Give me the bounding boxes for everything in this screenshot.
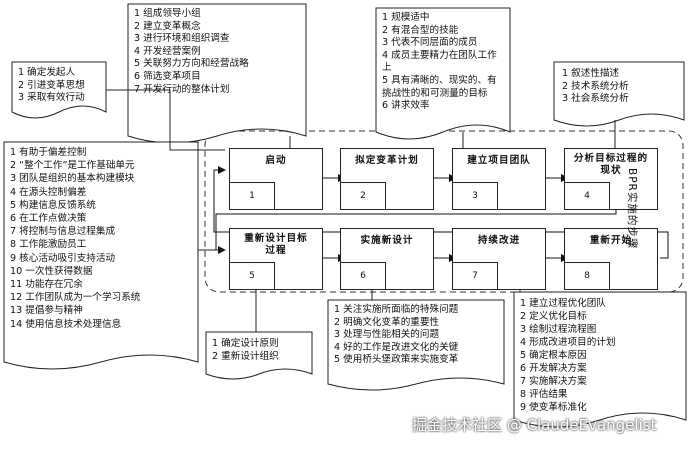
- note-5-line: 2 “整个工作”是工作基础单元: [10, 160, 135, 172]
- note-2-line: 3 进行环境和组织调查: [134, 33, 230, 45]
- note-5-line: 11 功能存在冗余: [10, 279, 83, 291]
- note-7: 1 关注实施所面临的特殊问题 2 明确文化变革的重要性 3 处理与性能相关的问题…: [334, 304, 458, 367]
- note-7-line: 5 使用桥头堡政策来实施变革: [334, 354, 459, 366]
- stage-3-number: 3: [453, 182, 498, 209]
- stage-4: 分析目标过程的现状 4: [564, 148, 658, 210]
- note-5-line: 13 提倡参与精神: [10, 305, 83, 317]
- note-shape-7: [327, 299, 505, 391]
- note-5-line: 14 使用信息技术处理信息: [10, 318, 122, 330]
- note-5-line: 12 工作团队成为一个学习系统: [10, 292, 141, 304]
- note-5-line: 4 在源头控制偏差: [10, 186, 87, 198]
- stage-3: 建立项目团队 3: [452, 148, 546, 210]
- note-2-line: 7 开发行动的整体计划: [134, 83, 230, 95]
- note-5-line: 7 将控制与信息过程集成: [10, 226, 116, 238]
- note-8-line: 2 定义优化目标: [520, 311, 587, 322]
- note-6-line: 2 重新设计组织: [212, 350, 279, 362]
- note-4-line: 3 社会系统分析: [562, 93, 629, 105]
- stage-8-number: 8: [565, 262, 610, 289]
- note-2-line: 6 筛选变革项目: [134, 70, 201, 82]
- note-5-line: 5 构建信息反馈系统: [10, 199, 96, 211]
- note-shape-5: [3, 141, 199, 370]
- note-8-line: 9 使变革标准化: [520, 402, 587, 413]
- stage-4-title: 分析目标过程的现状: [573, 153, 649, 176]
- note-6: 1 确定设计原则 2 重新设计组织: [212, 338, 279, 363]
- stage-3-title: 建立项目团队: [467, 155, 531, 166]
- stage-1-title: 启动: [265, 155, 287, 166]
- note-shape-6: [205, 331, 313, 380]
- note-shape-1: [11, 61, 107, 119]
- stage-1-number: 1: [230, 182, 275, 209]
- note-4-line: 1 叙述性描述: [562, 68, 620, 79]
- stage-2-number: 2: [341, 182, 386, 209]
- note-5-line: 1 有助于偏差控制: [10, 147, 87, 158]
- note-shape-4: [553, 61, 685, 127]
- note-1: 1 确定发起人 2 引进变革思想 3 采取有效行动: [18, 67, 85, 105]
- note-5-line: 6 在工作点做决策: [10, 213, 87, 225]
- note-1-line: 2 引进变革思想: [18, 79, 85, 91]
- note-7-line: 2 明确文化变革的重要性: [334, 316, 440, 328]
- note-4: 1 叙述性描述 2 技术系统分析 3 社会系统分析: [562, 68, 629, 106]
- stage-8: 重新开始 8: [564, 228, 658, 290]
- note-shape-2: [127, 3, 307, 144]
- stage-6-number: 6: [341, 262, 386, 289]
- diagram-side-label: BPR实施的步骤: [625, 168, 638, 249]
- note-8-line: 1 建立过程优化团队: [520, 298, 606, 309]
- stage-8-title: 重新开始: [589, 235, 633, 246]
- note-8-line: 4 形成改进项目的计划: [520, 337, 616, 348]
- note-2: 1 组成领导小组 2 建立变革概念 3 进行环境和组织调查 4 开发经营案例 5…: [134, 8, 249, 96]
- note-5-line: 10 一次性获得数据: [10, 265, 93, 277]
- note-8-line: 5 确定根本原因: [520, 350, 587, 361]
- note-8-line: 7 实施解决方案: [520, 376, 587, 387]
- note-2-line: 4 开发经营案例: [134, 45, 201, 57]
- note-3-line: 3 代表不同层面的成员: [382, 37, 478, 49]
- note-4-line: 2 技术系统分析: [562, 80, 629, 92]
- note-8-line: 6 开发解决方案: [520, 363, 587, 374]
- stage-5-title: 重新设计目标过程: [244, 233, 308, 256]
- stage-5-number: 5: [230, 262, 275, 289]
- stage-6-title: 实施新设计: [360, 235, 414, 246]
- stage-7: 持续改进 7: [452, 228, 546, 290]
- note-7-line: 1 关注实施所面临的特殊问题: [334, 304, 459, 315]
- note-3-line: 6 讲求效率: [382, 100, 430, 112]
- note-2-line: 1 组成领导小组: [134, 8, 201, 19]
- stage-2: 拟定变革计划 2: [340, 148, 434, 210]
- note-shape-8: [513, 291, 687, 428]
- note-7-line: 3 处理与性能相关的问题: [334, 329, 440, 341]
- note-5: 1 有助于偏差控制 2 “整个工作”是工作基础单元 3 团队是组织的基本构建模块…: [10, 146, 140, 331]
- stage-6: 实施新设计 6: [340, 228, 434, 290]
- stage-2-title: 拟定变革计划: [355, 155, 419, 166]
- note-7-line: 4 好的工作是改进文化的关键: [334, 341, 459, 353]
- stage-7-title: 持续改进: [477, 235, 521, 246]
- note-1-line: 1 确定发起人: [18, 67, 76, 78]
- stage-1: 启动 1: [229, 148, 323, 210]
- note-shape-3: [375, 7, 511, 140]
- note-3-line: 4 成员主要精力在团队工作上: [382, 49, 497, 74]
- note-3-line: 1 规模适中: [382, 12, 430, 23]
- note-8-line: 3 绘制过程流程图: [520, 324, 597, 335]
- note-8: 1 建立过程优化团队 2 定义优化目标 3 绘制过程流程图 4 形成改进项目的计…: [520, 297, 616, 414]
- stage-4-number: 4: [565, 182, 610, 209]
- stage-7-number: 7: [453, 262, 498, 289]
- note-3: 1 规模适中 2 有混合型的技能 3 代表不同层面的成员 4 成员主要精力在团队…: [382, 12, 506, 113]
- note-5-line: 9 核心活动吸引支持活动: [10, 252, 116, 264]
- note-3-line: 2 有混合型的技能: [382, 24, 459, 36]
- note-2-line: 2 建立变革概念: [134, 20, 201, 32]
- note-6-line: 1 确定设计原则: [212, 338, 279, 349]
- note-5-line: 8 工作能激励员工: [10, 239, 87, 251]
- watermark: 掘金技术社区 @ ClaudeEvangelist: [412, 416, 657, 434]
- note-2-line: 5 关联努力方向和经营战略: [134, 58, 249, 70]
- stage-5: 重新设计目标过程 5: [229, 228, 323, 290]
- note-3-line: 5 具有清晰的、现实的、有挑战性的和可测量的目标: [382, 74, 497, 99]
- note-8-line: 8 评估结果: [520, 389, 568, 400]
- note-1-line: 3 采取有效行动: [18, 92, 85, 104]
- note-5-line: 3 团队是组织的基本构建模块: [10, 173, 135, 185]
